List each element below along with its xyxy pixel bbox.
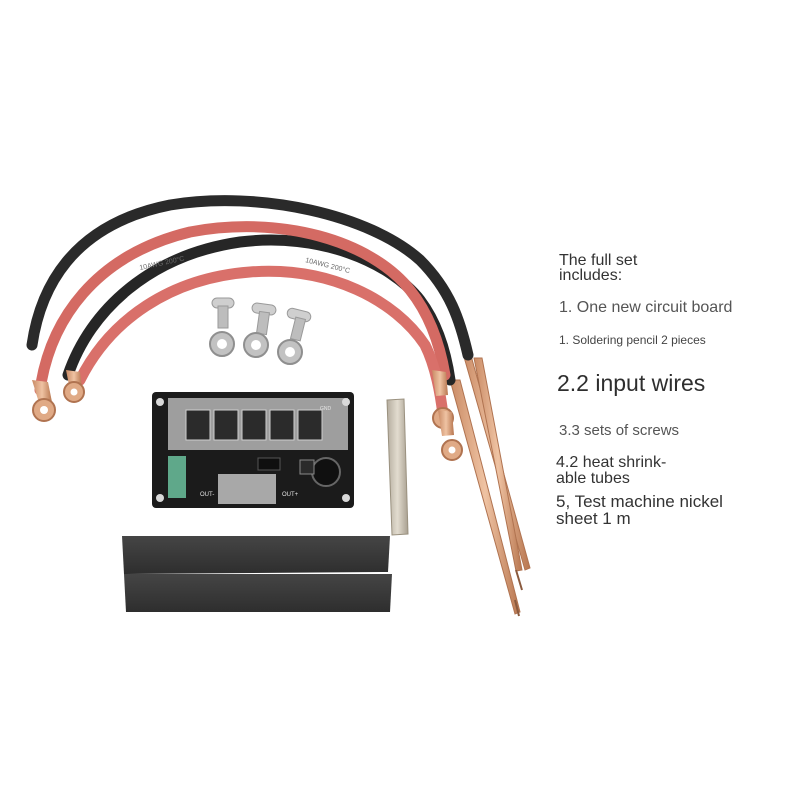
item-nickel-sheet: 5, Test machine nickel sheet 1 m — [556, 492, 723, 528]
item-circuit-board: 1. One new circuit board — [559, 299, 733, 316]
item-heat-shrink-tubes: 4.2 heat shrink-able tubes — [556, 454, 667, 487]
item-input-wires: 2.2 input wires — [557, 370, 706, 396]
board-out-minus: OUT- — [200, 492, 214, 498]
board-out-plus: OUT+ — [282, 492, 299, 498]
soldering-pen-icon — [449, 349, 531, 617]
item-soldering-pencil: 1. Soldering pencil 2 pieces — [559, 333, 706, 347]
nickel-sheet-icon — [386, 398, 409, 536]
set-heading: The full set includes: — [559, 252, 638, 284]
heat-shrink-tube-icon — [122, 536, 392, 612]
item-screws: 3.3 sets of screws — [559, 422, 680, 439]
board-gnd: GND — [320, 406, 332, 412]
ring-terminal-icon — [32, 370, 463, 461]
screw-icon — [209, 297, 312, 365]
circuit-board-icon: OUT- OUT+ GND — [152, 392, 354, 508]
red-cable-icon — [34, 221, 451, 421]
